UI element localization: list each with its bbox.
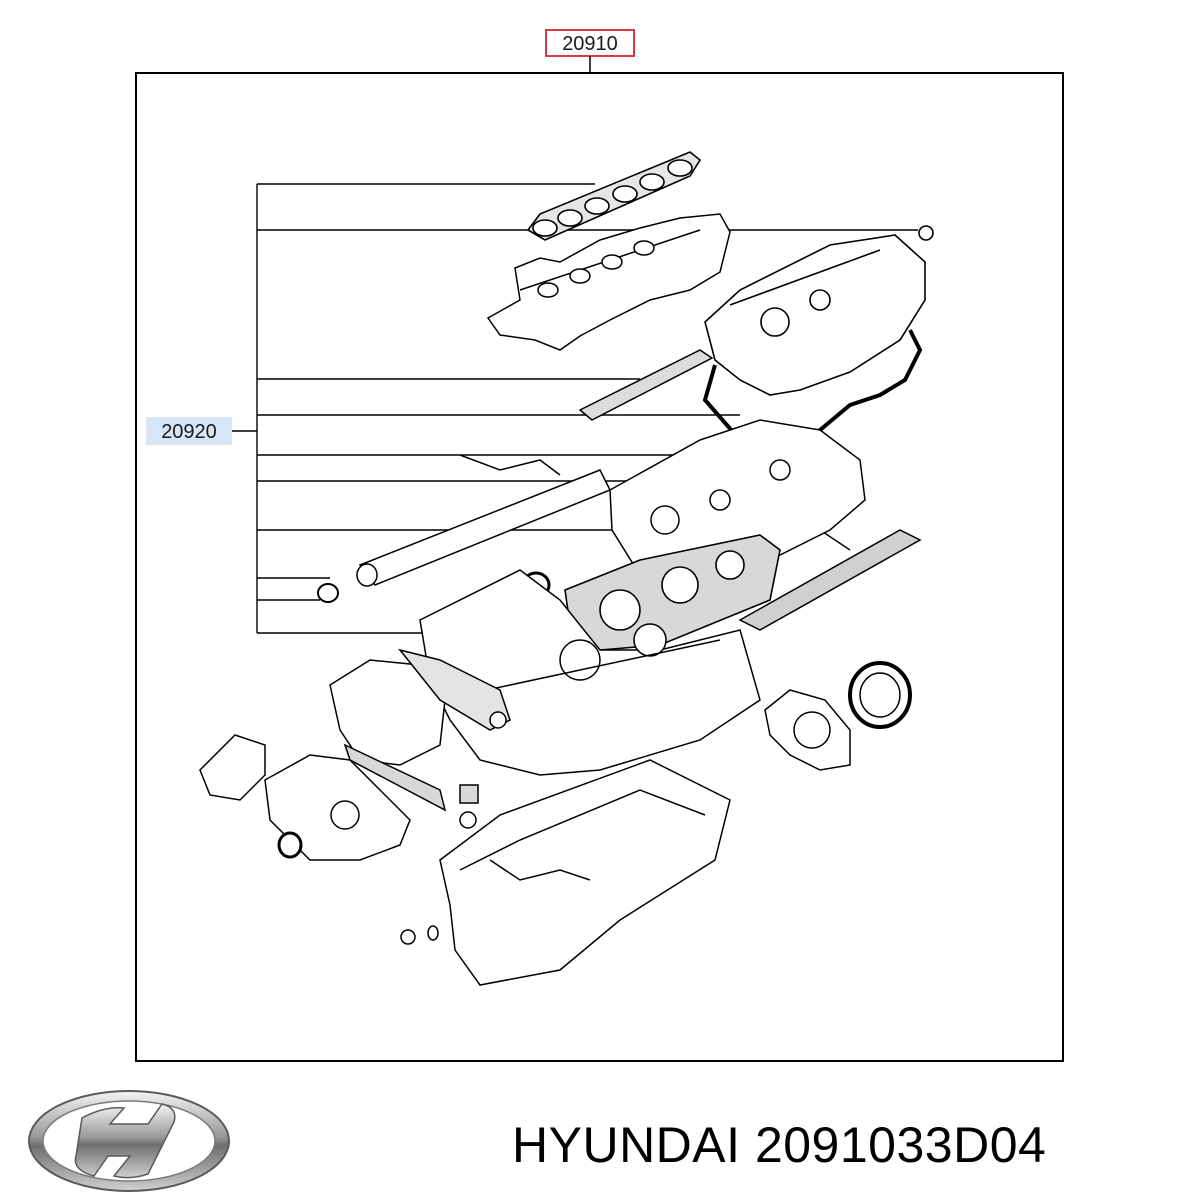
callout-20910[interactable]: 20910 (545, 29, 635, 73)
exhaust-manifold-gasket (578, 349, 714, 421)
o-ring (918, 225, 934, 241)
callout-20920[interactable]: 20920 (146, 417, 257, 445)
side-gasket-strip (738, 529, 922, 631)
callout-20910-label: 20910 (562, 33, 618, 55)
intake-manifold (486, 213, 731, 351)
brand-name: HYUNDAI (512, 1117, 741, 1173)
part-number: 2091033D04 (754, 1117, 1047, 1173)
hyundai-logo-icon (28, 1090, 230, 1192)
rear-seal-housing (764, 661, 912, 771)
intake-manifold-gasket (526, 151, 702, 241)
timing-cover (329, 648, 511, 766)
cylinder-head (609, 419, 866, 581)
cylinder-head-gasket (564, 534, 781, 651)
water-pipe (356, 454, 612, 587)
valve-cover-gasket (702, 329, 923, 458)
seal-left (317, 583, 339, 603)
part-title: HYUNDAI 2091033D04 (512, 1110, 1046, 1180)
diagram-frame (135, 72, 1064, 1062)
oil-pan (400, 759, 731, 986)
callout-20920-label: 20920 (161, 421, 217, 443)
oil-pump-assembly (199, 734, 479, 861)
valve-cover (704, 234, 926, 396)
